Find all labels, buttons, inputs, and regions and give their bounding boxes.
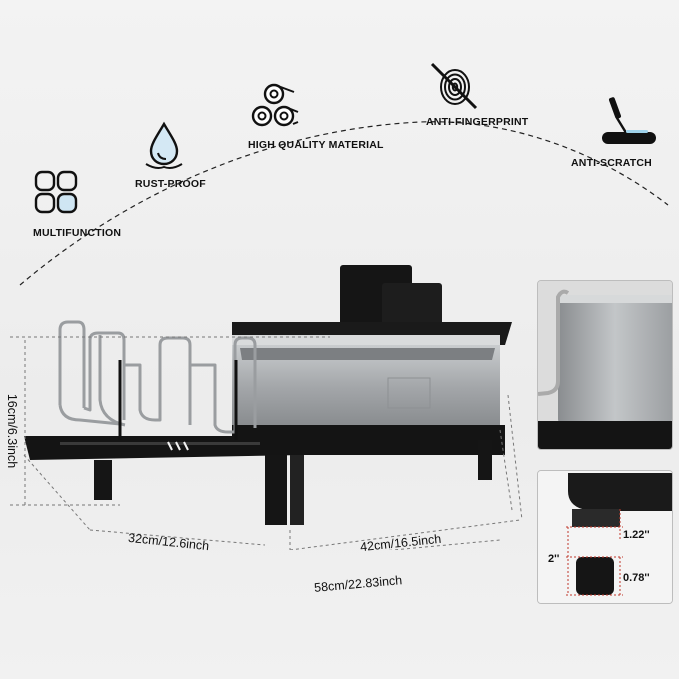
foot-total-height-label: 2'' [548, 553, 560, 565]
no-fingerprint-icon [426, 58, 482, 119]
feature-label-multifunction: MULTIFUNCTION [33, 227, 122, 239]
corner-detail-panel [537, 280, 673, 450]
knife-scratch-icon [596, 92, 662, 157]
feature-label-scratch: ANTI-SCRATCH [571, 157, 652, 169]
feature-label-fingerprint: ANTI-FINGERPRINT [426, 116, 529, 128]
feature-label-rust-proof: RUST-PROOF [135, 178, 206, 190]
upper-leg-height-label: 1.22'' [623, 529, 650, 541]
feature-label-material: HIGH QUALITY MATERIAL [248, 139, 384, 151]
four-squares-icon [34, 170, 80, 221]
dish-rack-image [10, 265, 523, 550]
rolled-sheets-icon [248, 82, 300, 137]
foot-detail-panel: 2'' 1.22'' 0.78'' [537, 470, 673, 604]
water-drop-icon [142, 120, 186, 177]
lower-leg-height-label: 0.78'' [623, 572, 650, 584]
height-dimension-label: 16cm/6.3inch [5, 393, 19, 469]
